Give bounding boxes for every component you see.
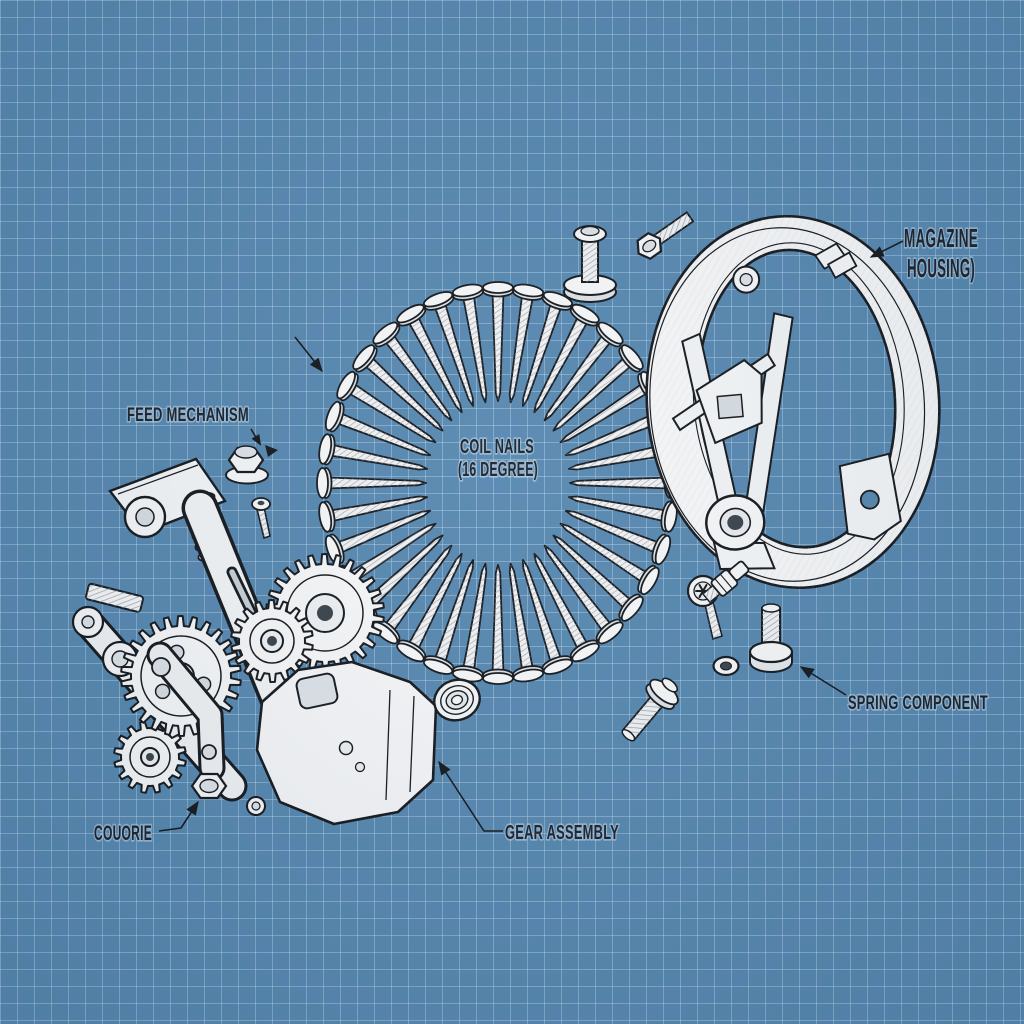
label-gear-assembly: GEAR ASSEMBLY: [505, 822, 619, 844]
leader-feed-mechanism: [250, 428, 262, 446]
coil-nail: [451, 283, 488, 404]
label-coil-nails-line2: (16 DEGREE): [458, 459, 538, 481]
coil-nail: [482, 564, 514, 685]
leader-coil-nails: [294, 336, 323, 373]
coil-nail: [508, 562, 545, 683]
coil-nail: [522, 291, 574, 407]
shoulder-screw: [563, 225, 617, 303]
coil-nail: [543, 321, 624, 422]
leader-magazine-housing: [869, 240, 904, 258]
coil-nail: [508, 283, 545, 404]
pinion-gear: [230, 599, 314, 683]
housing-inner-bracket: [838, 452, 902, 541]
fasteners: [225, 211, 794, 742]
coil-nail: [396, 303, 463, 414]
leader-gear-assembly: [438, 760, 503, 832]
coil-nail: [316, 467, 427, 499]
coil-nail: [324, 400, 432, 457]
label-magazine-housing-line1: MAGAZINE: [904, 223, 978, 253]
leader-spring-component: [799, 666, 847, 696]
bell-crank-arm: [146, 641, 226, 782]
gear-assembly: [71, 457, 438, 826]
head-block: [108, 457, 227, 539]
coil-nail: [372, 544, 453, 645]
label-coil-nails-line1: COIL NAILS: [460, 436, 534, 458]
coil-nail: [568, 495, 678, 533]
annotations: MAGAZINE HOUSING) FEED MECHANISM COIL NA…: [92, 221, 989, 847]
washer: [712, 655, 740, 677]
coil-nail: [396, 552, 463, 663]
coil-nail: [533, 303, 600, 414]
coil-nail: [552, 344, 644, 432]
coil-of-nails: [316, 281, 680, 685]
housing-latch: [814, 242, 858, 280]
label-magazine-housing-line2: HOUSING): [907, 253, 975, 283]
coil-nail: [482, 281, 514, 402]
flanged-screw: [748, 603, 794, 673]
flange-bolt: [621, 677, 679, 742]
coil-nail: [372, 321, 453, 422]
feed-mechanism-nut: [225, 445, 269, 485]
magazine-housing: [645, 214, 941, 590]
leader-coupler: [158, 800, 199, 832]
coil-nail: [352, 344, 444, 432]
label-coupler: COUORIE: [94, 822, 152, 845]
label-spring-component: SPRING COMPONENT: [848, 693, 988, 714]
coil-nail: [543, 544, 624, 645]
housing-hub: [705, 494, 776, 570]
cap-screw: [251, 497, 271, 540]
coil-nail: [559, 522, 660, 596]
coil-nail: [324, 509, 432, 566]
knurled-rod: [85, 582, 144, 613]
coil-nail: [522, 559, 574, 675]
coil-nail: [564, 509, 672, 566]
coil-nail: [552, 534, 644, 622]
coil-nail: [318, 495, 428, 533]
coil-nail: [451, 562, 488, 683]
bracket-housing: [246, 660, 438, 826]
grommet-roller: [433, 678, 481, 722]
flag-mark: [265, 445, 278, 457]
coil-nail: [422, 559, 474, 675]
step-pin: [701, 560, 750, 604]
coil-nail: [422, 291, 474, 407]
housing-webbing: [671, 265, 794, 520]
coil-nail: [318, 433, 428, 471]
sprocket-gear: [113, 720, 187, 794]
label-feed-mechanism: FEED MECHANISM: [127, 405, 249, 426]
hex-bolt: [636, 211, 695, 261]
crank-hex-bolt: [190, 772, 228, 800]
coil-nail: [336, 370, 437, 444]
coil-nail: [533, 552, 600, 663]
